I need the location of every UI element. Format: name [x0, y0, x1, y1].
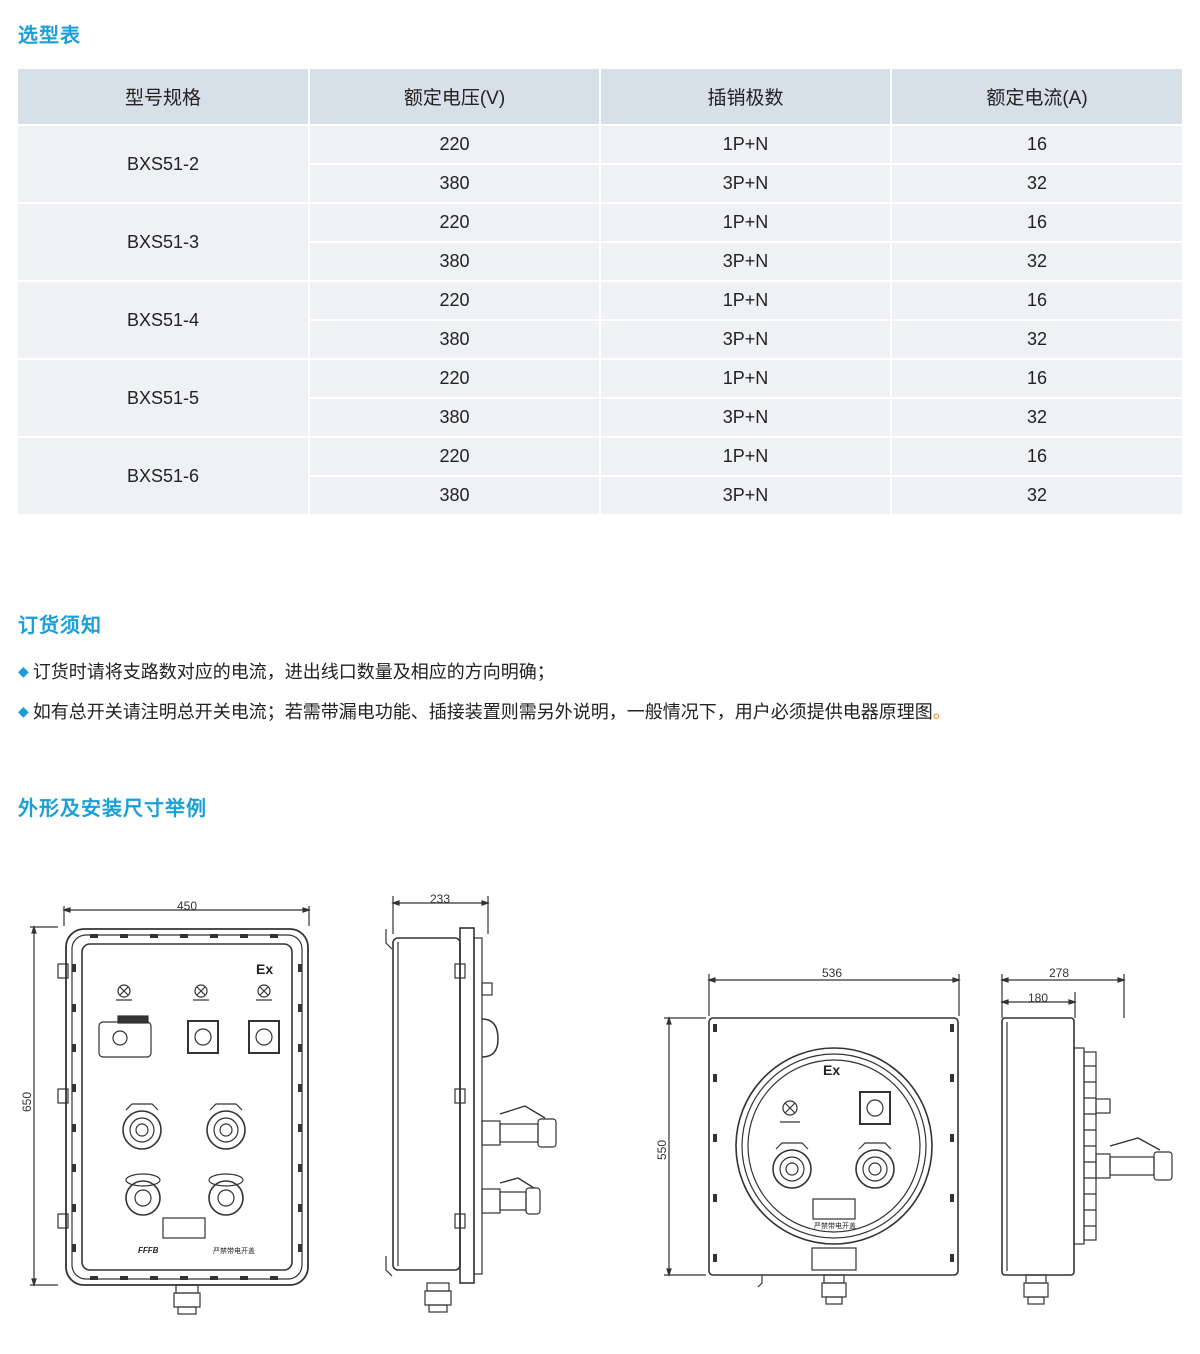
current-cell: 16 [891, 281, 1182, 321]
voltage-cell: 380 [309, 476, 601, 516]
voltage-cell: 380 [309, 398, 601, 438]
table-row: BXS51-2 220 1P+N 16 [18, 125, 1182, 204]
poles-cell: 3P+N [600, 476, 892, 516]
table-row: BXS51-5 220 1P+N 16 [18, 359, 1182, 438]
table-row: BXS51-3 220 1P+N 16 [18, 203, 1182, 282]
warning-label-2: 严禁带电开盖 [814, 1221, 856, 1230]
poles-cell: 3P+N [600, 398, 892, 438]
current-cell: 16 [891, 203, 1182, 243]
selection-table: 型号规格 额定电压(V) 插销极数 额定电流(A) BXS51-2 220 1P… [18, 69, 1182, 516]
note-text: 如有总开关请注明总开关电流；若需带漏电功能、插接装置则需另外说明，一般情况下，用… [32, 702, 933, 723]
poles-cell: 1P+N [600, 281, 892, 321]
front-view-drawing: 450 650 Ex FFFB 严禁带电开盖 [20, 899, 311, 1315]
model-cell: BXS51-4 [18, 281, 310, 360]
model-cell: BXS51-2 [18, 125, 310, 204]
voltage-cell: 220 [309, 203, 601, 243]
poles-cell: 1P+N [600, 437, 892, 477]
voltage-cell: 380 [309, 242, 601, 282]
height-dimension-label: 650 [20, 1092, 34, 1112]
dimension-drawings: 450 650 Ex FFFB 严禁带电开盖 [20, 892, 1173, 1315]
poles-cell: 1P+N [600, 359, 892, 399]
header-current: 额定电流(A) [891, 69, 1182, 126]
section-title-selection: 选型表 [18, 23, 81, 47]
note-item: ◆如有总开关请注明总开关电流；若需带漏电功能、插接装置则需另外说明，一般情况下，… [18, 692, 951, 732]
table-row: 380 3P+N 32 [18, 320, 1182, 360]
depth-dimension-label: 233 [430, 892, 450, 906]
poles-cell: 3P+N [600, 164, 892, 204]
warning-label: 严禁带电开盖 [213, 1246, 255, 1255]
section-title-dimensions: 外形及安装尺寸举例 [18, 796, 207, 820]
table-row: 380 3P+N 32 [18, 164, 1182, 204]
current-cell: 16 [891, 125, 1182, 165]
model-cell: BXS51-3 [18, 203, 310, 282]
voltage-cell: 380 [309, 164, 601, 204]
ordering-notes: ◆订货时请将支路数对应的电流，进出线口数量及相应的方向明确； ◆如有总开关请注明… [18, 652, 951, 732]
voltage-cell: 220 [309, 125, 601, 165]
side-view-drawing: 233 [385, 892, 557, 1313]
current-cell: 16 [891, 359, 1182, 399]
voltage-cell: 380 [309, 320, 601, 360]
depth-inner-dimension-label: 180 [1028, 991, 1048, 1005]
large-front-view-drawing: 536 550 Ex 严禁带电开盖 [655, 966, 961, 1305]
model-cell: BXS51-5 [18, 359, 310, 438]
table-header-row: 型号规格 额定电压(V) 插销极数 额定电流(A) [18, 69, 1182, 126]
header-poles: 插销极数 [600, 69, 892, 126]
brand-mark: FFFB [138, 1246, 159, 1255]
voltage-cell: 220 [309, 281, 601, 321]
ex-mark: Ex [256, 961, 273, 977]
width-dimension-label: 450 [177, 899, 197, 913]
note-item: ◆订货时请将支路数对应的电流，进出线口数量及相应的方向明确； [18, 652, 951, 692]
model-cell: BXS51-6 [18, 437, 310, 516]
voltage-cell: 220 [309, 359, 601, 399]
table-row: 380 3P+N 32 [18, 398, 1182, 438]
note-text: 订货时请将支路数对应的电流，进出线口数量及相应的方向明确； [32, 662, 555, 683]
poles-cell: 1P+N [600, 125, 892, 165]
ex-mark-2: Ex [823, 1062, 840, 1078]
current-cell: 32 [891, 164, 1182, 204]
diamond-bullet-icon: ◆ [18, 664, 29, 680]
header-voltage: 额定电压(V) [309, 69, 601, 126]
table-row: 380 3P+N 32 [18, 242, 1182, 282]
poles-cell: 3P+N [600, 320, 892, 360]
diamond-bullet-icon: ◆ [18, 704, 29, 720]
voltage-cell: 220 [309, 437, 601, 477]
table-row: BXS51-6 220 1P+N 16 [18, 437, 1182, 516]
current-cell: 16 [891, 437, 1182, 477]
table-row: BXS51-4 220 1P+N 16 [18, 281, 1182, 360]
note-period: 。 [932, 702, 951, 723]
table-row: 380 3P+N 32 [18, 476, 1182, 516]
current-cell: 32 [891, 398, 1182, 438]
poles-cell: 3P+N [600, 242, 892, 282]
depth-dimension-label-2: 278 [1049, 966, 1069, 980]
section-title-ordering: 订货须知 [18, 613, 102, 637]
current-cell: 32 [891, 320, 1182, 360]
header-model: 型号规格 [18, 69, 310, 126]
current-cell: 32 [891, 476, 1182, 516]
large-side-view-drawing: 278 180 [1000, 966, 1173, 1305]
current-cell: 32 [891, 242, 1182, 282]
poles-cell: 1P+N [600, 203, 892, 243]
width-dimension-label-2: 536 [822, 966, 842, 980]
height-dimension-label-2: 550 [655, 1140, 669, 1160]
